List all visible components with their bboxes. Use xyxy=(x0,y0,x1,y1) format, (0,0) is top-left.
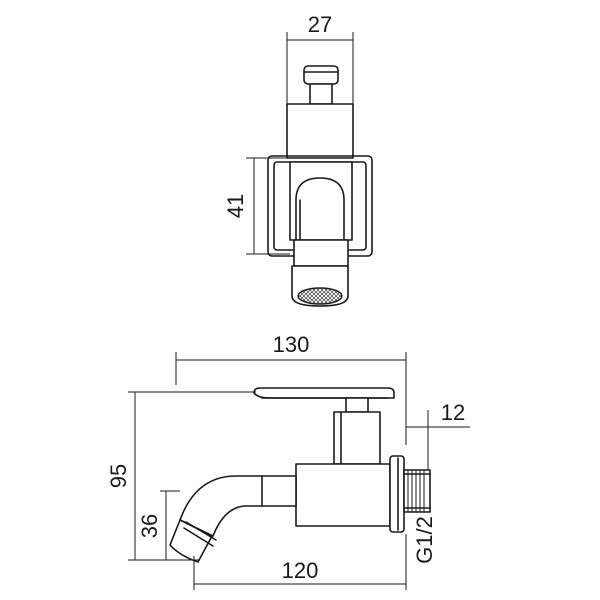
spout-nozzle xyxy=(169,519,213,563)
top-view: 27 41 xyxy=(223,12,373,307)
dim-top-height: 41 xyxy=(223,194,248,218)
lever-handle xyxy=(253,387,395,399)
nozzle-edge xyxy=(183,527,214,547)
stem xyxy=(345,397,369,413)
nozzle-edge xyxy=(185,521,217,541)
aerator-mesh xyxy=(297,287,343,305)
body-block xyxy=(286,103,354,159)
wall-flange xyxy=(389,455,405,533)
side-view: 130 1 xyxy=(106,332,470,590)
dim-overall-length: 130 xyxy=(273,332,310,357)
spout-arm xyxy=(179,475,297,537)
handle-knob xyxy=(303,65,339,85)
main-body xyxy=(295,463,391,527)
handle-neck xyxy=(309,83,333,105)
dim-thread-length: 12 xyxy=(441,400,465,425)
dim-top-width: 27 xyxy=(308,12,332,37)
dim-overall-height: 95 xyxy=(106,464,131,488)
dim-spout-reach: 120 xyxy=(282,558,319,583)
nozzle-collar xyxy=(293,239,349,267)
thread-lines xyxy=(403,470,431,512)
thread-size-label: G1/2 xyxy=(412,516,437,564)
spout-curve xyxy=(295,177,345,241)
dim-spout-height: 36 xyxy=(137,514,162,538)
